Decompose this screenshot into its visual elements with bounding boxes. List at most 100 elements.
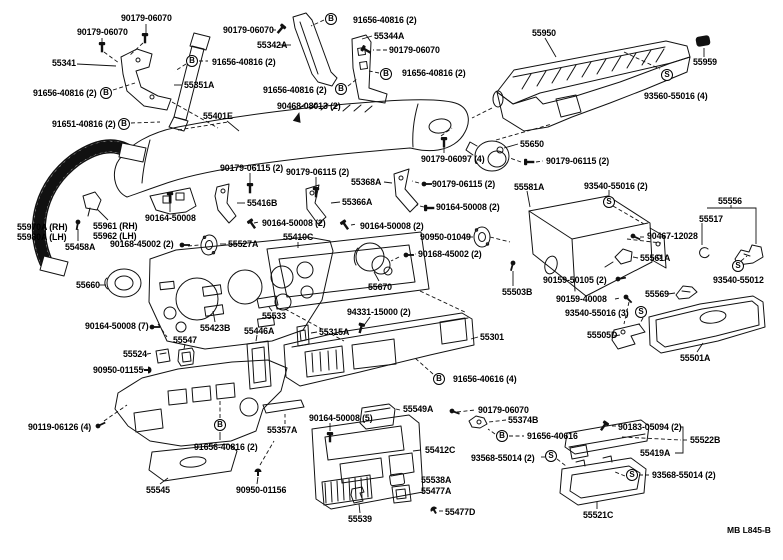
- part-label: 91656-40816 (2): [194, 442, 258, 452]
- part-label: 90164-50008 (5): [309, 413, 373, 423]
- part-label: 93540-55012: [713, 275, 764, 285]
- part-label: 91656-40816 (2): [263, 85, 327, 95]
- part-label: 55524: [123, 349, 147, 359]
- part-label: 90164-50008 (2): [360, 221, 424, 231]
- part-label: 55344A: [374, 31, 405, 41]
- part-label: 55545: [146, 485, 170, 495]
- part-label: 90179-06070: [121, 13, 172, 23]
- part-label: 90159-40008: [556, 294, 607, 304]
- part-trim-55545: [148, 443, 238, 482]
- screw-code-icon: S: [626, 469, 638, 481]
- part-label: 55522B: [690, 435, 721, 445]
- part-label: 90950-01156: [236, 485, 287, 495]
- screw-code-icon: S: [661, 69, 673, 81]
- part-label: 55660: [76, 280, 100, 290]
- part-label: 55503B: [502, 287, 533, 297]
- part-label: 91656-40616 (4): [453, 374, 517, 384]
- part-label: 55581A: [514, 182, 545, 192]
- bolt-code-icon: B: [100, 87, 112, 99]
- part-label: 55477D: [445, 507, 476, 517]
- part-column-panel: [114, 359, 288, 447]
- part-label: 91651-40816 (2): [52, 119, 116, 129]
- part-label: 55410C: [283, 232, 314, 242]
- part-label: 91656-40816 (2): [212, 57, 276, 67]
- part-clip-55961: [82, 191, 102, 217]
- screw-code-icon: S: [545, 450, 557, 462]
- part-label: 91656-40816 (2): [402, 68, 466, 78]
- part-label: 90164-50008 (7): [85, 321, 149, 331]
- bolt-code-icon: B: [335, 83, 347, 95]
- part-label: 90950-01155: [93, 365, 144, 375]
- part-label: 90179-06070: [77, 27, 128, 37]
- bolt-code-icon: B: [380, 68, 392, 80]
- part-label: 91656-40816 (2): [353, 15, 417, 25]
- part-label: 55670: [368, 282, 392, 292]
- part-label: 90179-06070: [223, 25, 274, 35]
- part-box-55549A: [359, 403, 396, 430]
- part-label: 90467-12028: [647, 231, 698, 241]
- part-clip-55517: [699, 247, 710, 259]
- part-label: 90168-45002 (2): [110, 239, 174, 249]
- part-panel-55301: [283, 312, 475, 387]
- part-label: 93540-55016 (2): [584, 181, 648, 191]
- bolt-code-icon: B: [214, 419, 226, 431]
- part-label: 55446A: [244, 326, 275, 336]
- part-label: 93540-55016 (3): [565, 308, 629, 318]
- part-label: 55315A: [319, 327, 350, 337]
- part-label: 91656-40816 (2): [33, 88, 97, 98]
- part-nozzle-55650: [465, 140, 510, 172]
- part-label: 55505D: [587, 330, 618, 340]
- part-label: 90119-06126 (4): [28, 422, 92, 432]
- part-label: 55458A: [65, 242, 96, 252]
- screw-code-icon: S: [603, 196, 615, 208]
- part-label: 55517: [699, 214, 723, 224]
- part-clips-55423B: [202, 284, 225, 317]
- part-label: 55357A: [267, 425, 298, 435]
- part-label: 90179-06115 (2): [432, 179, 496, 189]
- part-label: 93560-55016 (4): [644, 91, 708, 101]
- part-label: 90179-06097 (4): [421, 154, 485, 164]
- part-clip-55315A: [296, 324, 310, 347]
- part-box-55521C: [559, 455, 647, 506]
- part-clip-55561A: [604, 248, 633, 268]
- part-drawings: [32, 12, 766, 510]
- part-clip-55524: [155, 348, 171, 364]
- part-bezel-55410C: [266, 231, 430, 310]
- part-label: 55961 (RH): [93, 221, 138, 231]
- part-label: 55533: [262, 311, 286, 321]
- part-label: 55650: [520, 139, 544, 149]
- part-bracket-55368A: [393, 168, 419, 213]
- part-clip-55533: [256, 295, 279, 309]
- bolt-code-icon: B: [496, 430, 508, 442]
- part-strut-55351A: [168, 32, 211, 132]
- part-label: 55423B: [200, 323, 231, 333]
- part-label: 55950: [532, 28, 556, 38]
- part-label: 55547: [173, 335, 197, 345]
- diagram-code: MB L845-B: [727, 525, 771, 535]
- part-label: 55962 (LH): [93, 231, 137, 241]
- part-label: 90179-06115 (2): [220, 163, 284, 173]
- part-label: 90168-45002 (2): [418, 249, 482, 259]
- part-label: 55366A: [342, 197, 373, 207]
- part-frame-55446A: [246, 340, 272, 390]
- part-label: 55416B: [247, 198, 278, 208]
- bolt-code-icon: B: [118, 118, 130, 130]
- part-nozzle-55670: [353, 242, 393, 276]
- part-label: 55980A (LH): [17, 232, 67, 242]
- part-door-55501A: [648, 295, 766, 354]
- part-label: 90179-06115 (2): [286, 167, 350, 177]
- part-label: 55527A: [228, 239, 259, 249]
- part-bracket-55341: [120, 48, 172, 111]
- bolt-code-icon: B: [433, 373, 445, 385]
- part-label: 90183-05094 (2): [618, 422, 682, 432]
- part-label: 55569: [645, 289, 669, 299]
- part-label: 94331-15000 (2): [347, 307, 411, 317]
- part-label: 55970A (RH): [17, 222, 68, 232]
- part-bracket-55416B: [214, 183, 237, 224]
- part-clip-55477A: [391, 484, 412, 504]
- part-label: 55539: [348, 514, 372, 524]
- part-label: 55412C: [425, 445, 456, 455]
- part-label: 55301: [480, 332, 504, 342]
